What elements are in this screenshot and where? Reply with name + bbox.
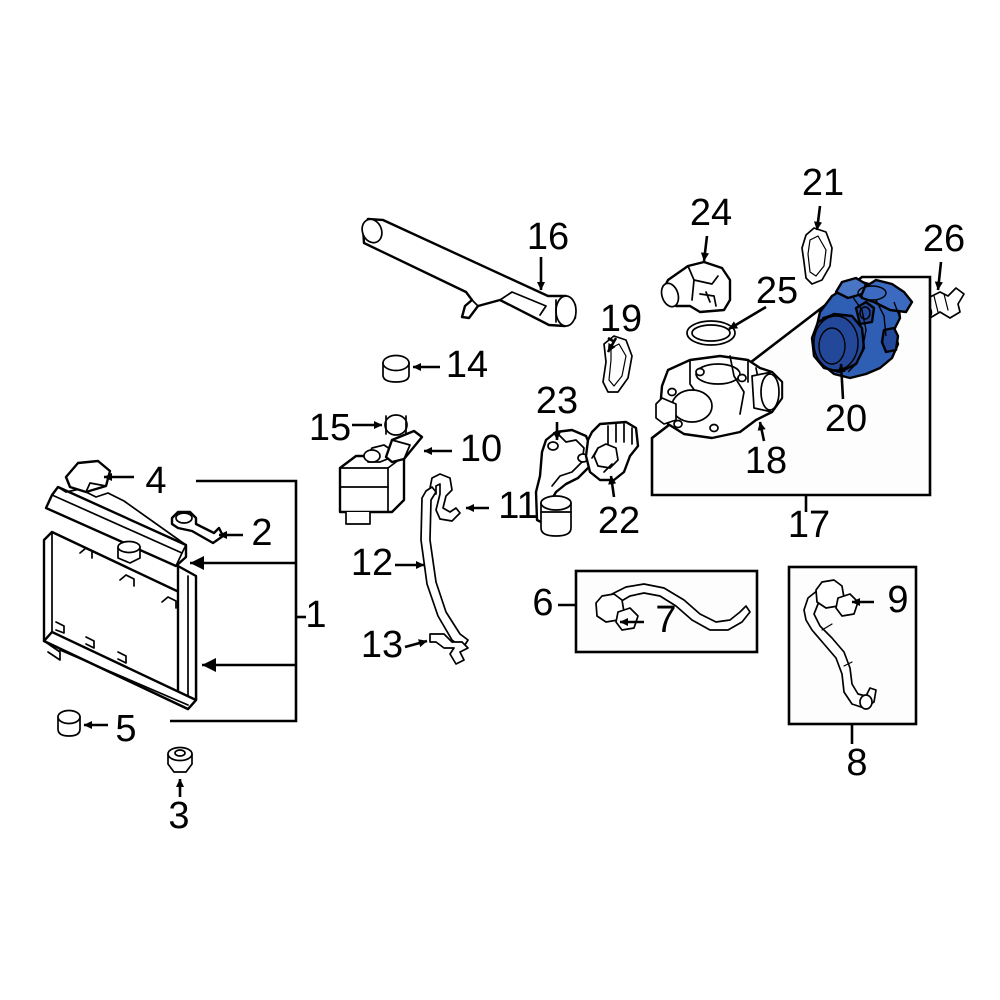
radiator-group-bracket <box>170 479 306 723</box>
callout-label-17: 17 <box>788 504 830 546</box>
callout-label-18: 18 <box>745 440 787 482</box>
callout-18-leader <box>757 421 766 442</box>
outlet-seal-oring <box>686 320 736 346</box>
water-outlet-housing <box>534 428 594 537</box>
callout-19-leader <box>607 336 614 343</box>
callout-label-13: 13 <box>361 624 403 666</box>
callout-labels: 1 2 3 4 5 6 7 8 9 10 11 12 13 14 15 16 1… <box>115 162 965 837</box>
callout-20-leader <box>837 363 846 400</box>
callout-label-10: 10 <box>460 428 502 470</box>
callout-26-leader <box>934 261 943 291</box>
radiator-assembly <box>42 485 198 711</box>
radiator-drain-plug <box>167 746 193 773</box>
radiator-upper-insulator <box>64 459 112 494</box>
callout-label-5: 5 <box>115 708 136 750</box>
callout-label-3: 3 <box>168 795 189 837</box>
callout-label-11: 11 <box>498 485 537 527</box>
callout-label-25: 25 <box>756 270 798 312</box>
callout-13-leader <box>404 639 428 649</box>
callout-25-leader <box>728 305 767 331</box>
water-pump-gasket-oring <box>602 335 633 393</box>
callout-label-24: 24 <box>690 192 732 234</box>
callout-21-leader <box>813 205 823 231</box>
hose-group-box-8 <box>787 565 918 744</box>
callout-label-9: 9 <box>887 579 908 621</box>
hose-group-box-6 <box>558 569 759 654</box>
callout-22-leader <box>608 475 617 498</box>
water-pump-gasket <box>801 227 833 285</box>
thermostat <box>584 420 640 482</box>
callout-19-arrow <box>606 337 618 353</box>
radiator-bracket-clip <box>170 510 225 545</box>
callout-label-16: 16 <box>527 216 569 258</box>
callout-label-4: 4 <box>145 460 166 502</box>
reservoir-hose-bracket <box>429 473 461 522</box>
callout-label-2: 2 <box>251 512 272 554</box>
coolant-reservoir-tank <box>338 429 424 525</box>
arrowhead <box>202 658 216 672</box>
callout-label-7: 7 <box>655 599 676 641</box>
callout-label-21: 21 <box>802 162 844 204</box>
callout-label-15: 15 <box>309 407 351 449</box>
callout-label-19: 19 <box>600 298 642 340</box>
callout-label-22: 22 <box>598 500 640 542</box>
reservoir-cap <box>384 414 408 436</box>
callout-label-26: 26 <box>923 218 965 260</box>
callout-label-14: 14 <box>446 344 488 386</box>
callout-label-8: 8 <box>846 742 867 784</box>
callout-24-leader <box>700 235 710 262</box>
hose-bracket-lower <box>429 633 469 665</box>
callout-label-6: 6 <box>532 582 553 624</box>
water-outlet-connector <box>660 260 732 314</box>
water-pump <box>810 276 914 380</box>
arrowhead <box>190 556 204 570</box>
callout-label-20: 20 <box>825 398 867 440</box>
radiator-cap <box>382 354 410 383</box>
water-inlet-pipe <box>361 217 577 328</box>
callout-label-1: 1 <box>305 594 326 636</box>
callout-label-23: 23 <box>536 380 578 422</box>
radiator-lower-insulator <box>57 709 81 737</box>
callout-label-12: 12 <box>351 542 393 584</box>
water-pump-housing <box>655 354 784 440</box>
